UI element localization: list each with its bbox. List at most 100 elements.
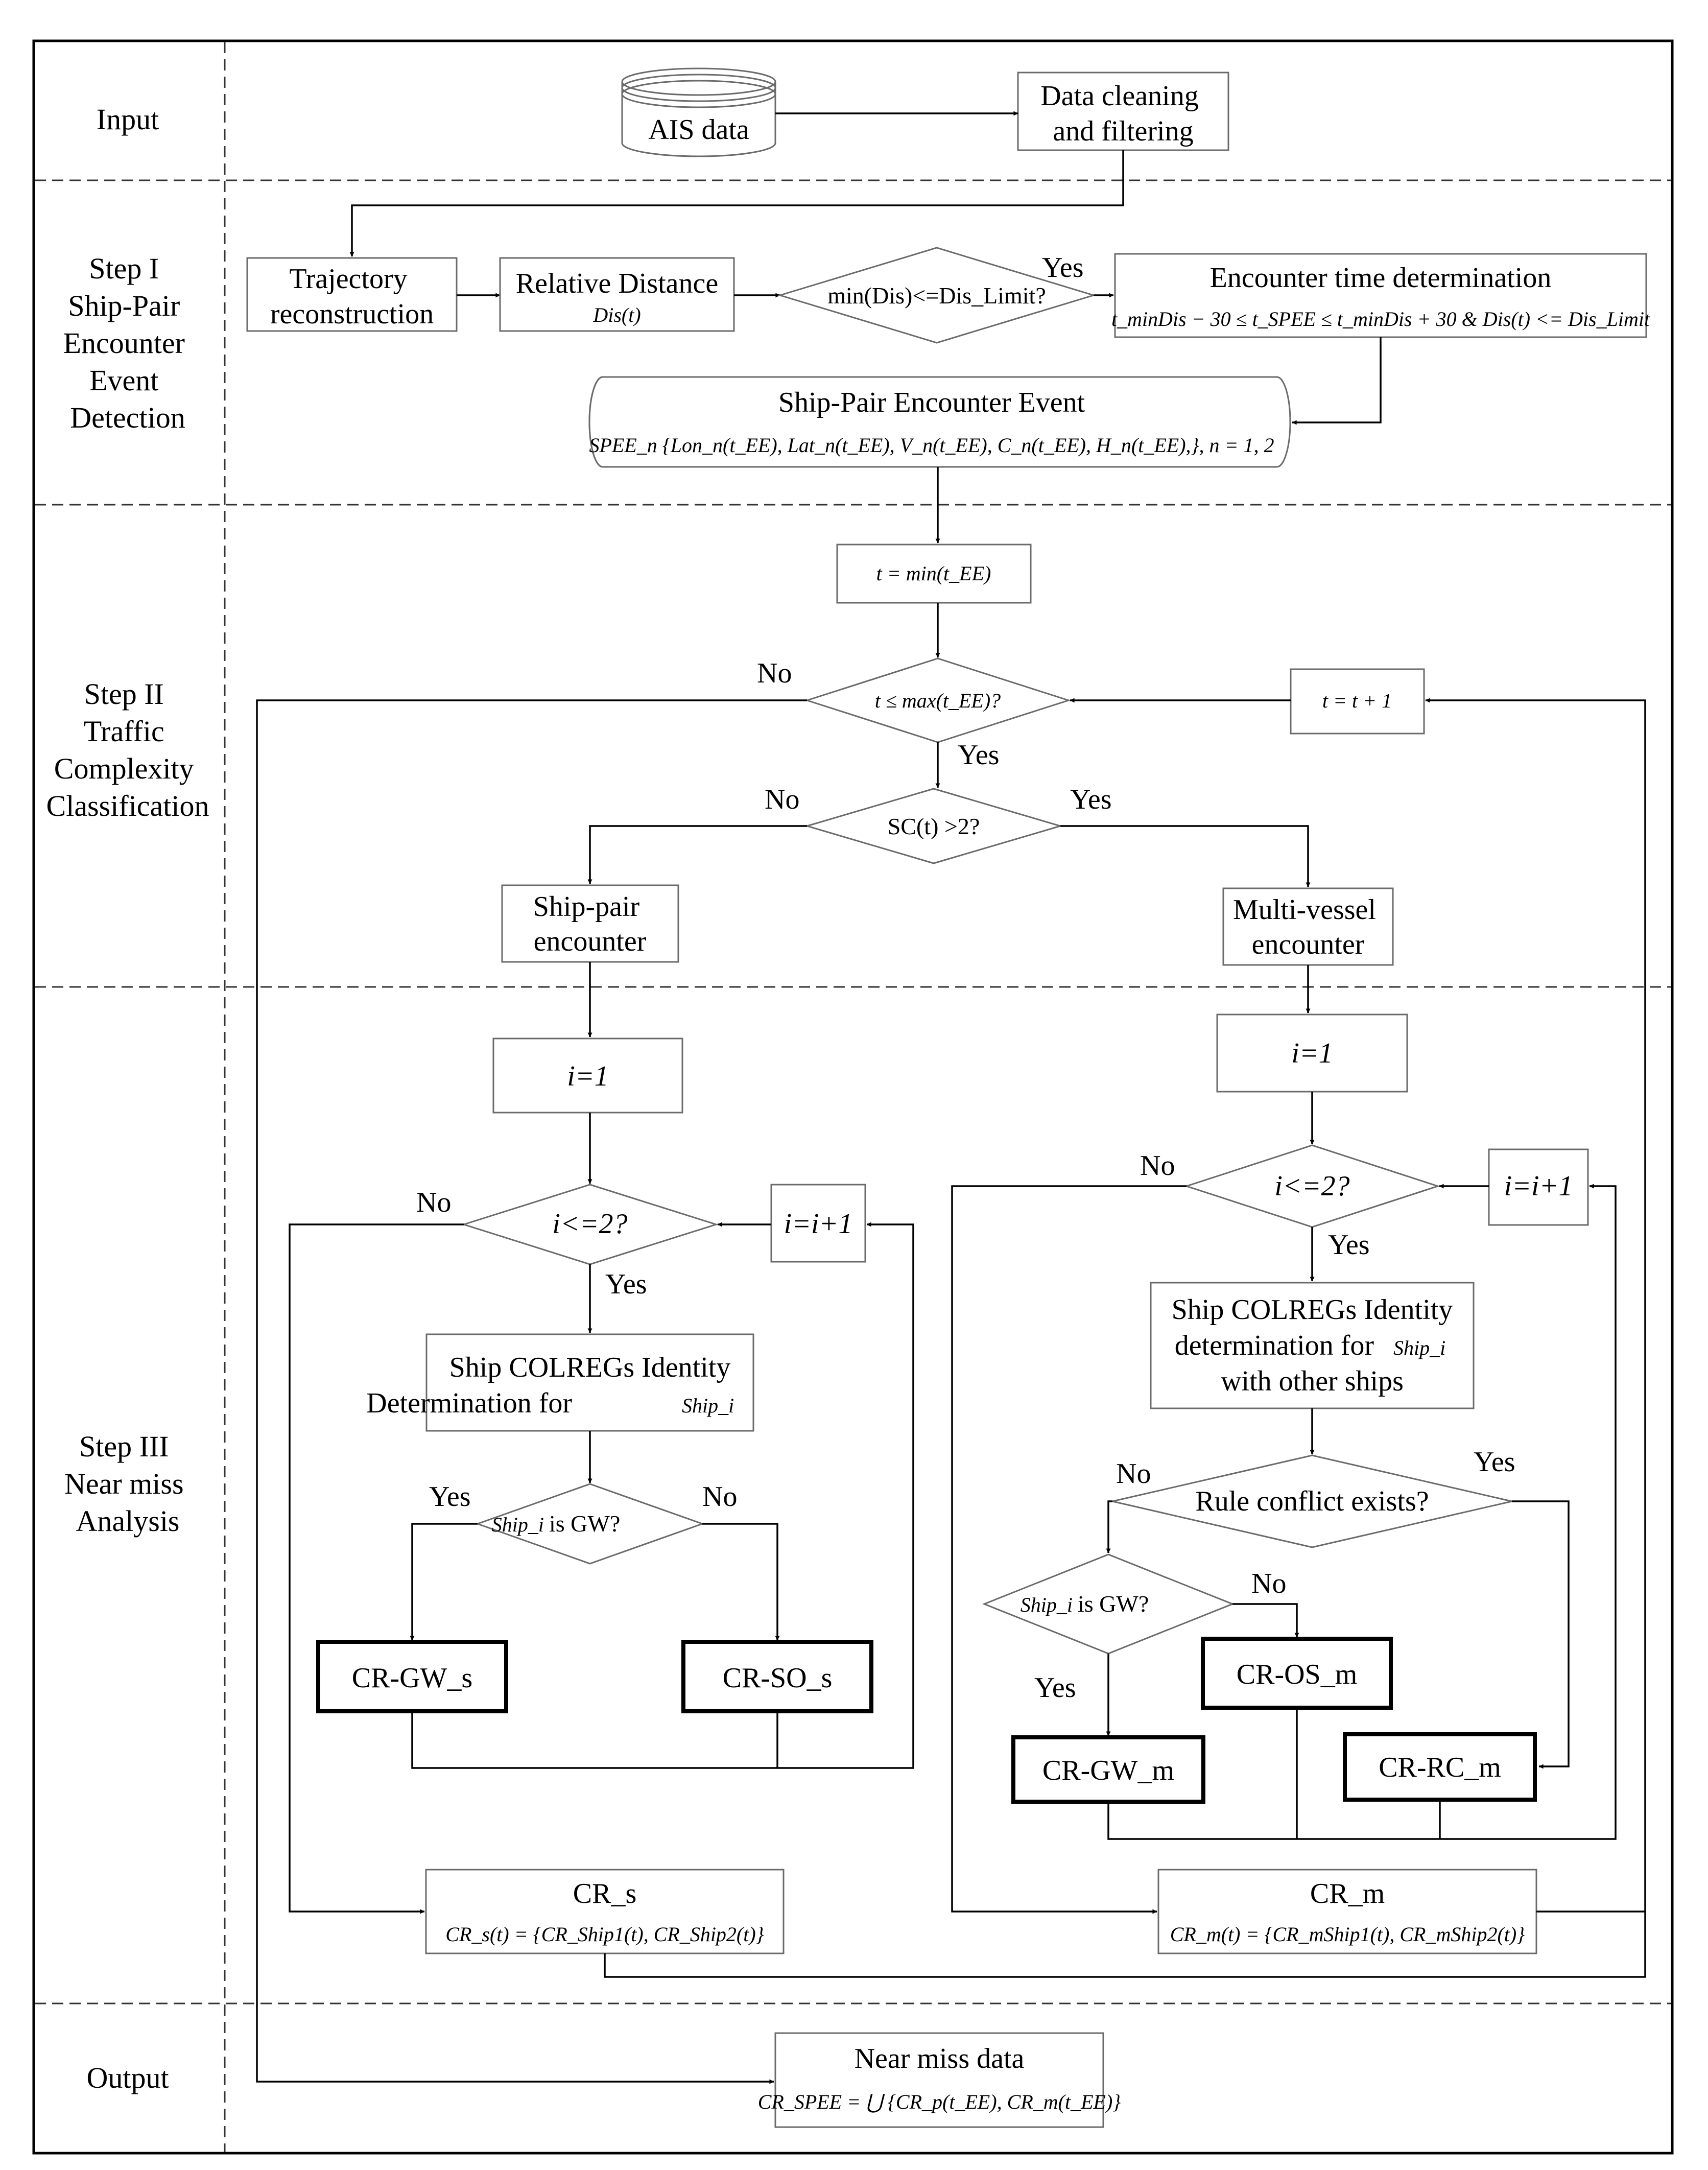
- edge-i-check-right-no-to-cr-m: [951, 1185, 1187, 1914]
- data-cleaning-box: Data cleaning and filtering: [1017, 72, 1229, 151]
- stage-label-step3: Step III Near miss Analysis: [64, 1430, 191, 1538]
- edge-i-check-left-no-to-cr-s: [289, 1223, 464, 1914]
- label-yes-i-check-left: Yes: [605, 1268, 647, 1300]
- cr-gw-s-box: CR-GW_s: [316, 1640, 508, 1713]
- stage-label-input: Input: [97, 103, 159, 136]
- relative-distance-box: Relative Distance Dis(t): [499, 257, 735, 332]
- label-yes-i-check-right: Yes: [1328, 1229, 1369, 1261]
- svg-text:i=i+1: i=i+1: [1504, 1170, 1573, 1202]
- svg-text:Ship_i: Ship_i: [682, 1394, 734, 1417]
- i-init-right-box: i=1: [1216, 1013, 1408, 1093]
- svg-text:SC(t) >2?: SC(t) >2?: [888, 813, 980, 839]
- cr-s-box: CR_s CR_s(t) = {CR_Ship1(t), CR_Ship2(t)…: [425, 1869, 785, 1954]
- label-no-rule-conflict: No: [1116, 1458, 1151, 1490]
- svg-text:t ≤ max(t_EE)?: t ≤ max(t_EE)?: [875, 689, 1001, 712]
- t-increment-box: t = t + 1: [1290, 668, 1425, 735]
- i-inc-right-box: i=i+1: [1488, 1148, 1589, 1226]
- t-check-decision: t ≤ max(t_EE)?: [804, 657, 1071, 743]
- gw-check-left-decision: Ship_i is GW?: [475, 1483, 705, 1565]
- svg-text:is GW?: is GW?: [549, 1511, 620, 1537]
- svg-text:CR-SO_s: CR-SO_s: [723, 1662, 833, 1694]
- colregs-left-box: Ship COLREGs Identity Determination for …: [366, 1333, 754, 1432]
- svg-text:t = t + 1: t = t + 1: [1322, 689, 1392, 712]
- cr-m-box: CR_m CR_m(t) = {CR_mShip1(t), CR_mShip2(…: [1157, 1869, 1537, 1954]
- svg-text:determination for: determination for: [1175, 1330, 1374, 1361]
- svg-text:i<=2?: i<=2?: [552, 1208, 627, 1240]
- cr-os-m-box: CR-OS_m: [1201, 1637, 1393, 1710]
- rule-conflict-decision: Rule conflict exists?: [1112, 1454, 1512, 1548]
- gw-check-right-decision: Ship_i is GW?: [982, 1553, 1235, 1655]
- svg-text:min(Dis)<=Dis_Limit?: min(Dis)<=Dis_Limit?: [827, 282, 1046, 309]
- edge-cr-gw-m-loop-to-i-inc: [1107, 1184, 1617, 1840]
- label-yes-min-dis: Yes: [1042, 252, 1083, 284]
- label-yes-gw-right: Yes: [1034, 1672, 1076, 1704]
- label-no-sc: No: [765, 784, 799, 815]
- edge-encounter-time-to-spee: [1292, 337, 1382, 425]
- spee-event-cylinder: Ship-Pair Encounter Event SPEE_n {Lon_n(…: [588, 376, 1291, 468]
- edge-gw-left-no-to-cr-so-s: [702, 1523, 780, 1641]
- svg-text:is GW?: is GW?: [1078, 1591, 1149, 1617]
- svg-text:CR-GW_s: CR-GW_s: [352, 1662, 472, 1694]
- edge-sc-yes-to-multi-vessel: [1060, 825, 1311, 887]
- i-inc-left-box: i=i+1: [770, 1184, 866, 1263]
- svg-text:Ship_i: Ship_i: [492, 1513, 544, 1536]
- label-no-i-check-right: No: [1140, 1150, 1175, 1182]
- stage-label-step1: Step I Ship-Pair Encounter Event Detecti…: [63, 252, 193, 434]
- label-no-i-check-left: No: [416, 1187, 451, 1218]
- edge-rule-conflict-yes-to-cr-rc: [1512, 1500, 1570, 1769]
- svg-text:Trajectory reconstructio: Trajectory reconstruction: [270, 263, 434, 330]
- label-yes-gw-left: Yes: [429, 1481, 470, 1513]
- cr-so-s-box: CR-SO_s: [681, 1640, 873, 1713]
- svg-text:Relative Distance: Relative Distance: [516, 268, 719, 299]
- stage-label-output: Output: [86, 2061, 169, 2094]
- svg-text:Data cleaning and filter: Data cleaning and filtering: [1040, 80, 1205, 147]
- svg-text:i=i+1: i=i+1: [784, 1208, 853, 1240]
- svg-text:CR_SPEE = ⋃ {CR_p(t_EE), CR_m(: CR_SPEE = ⋃ {CR_p(t_EE), CR_m(t_EE)}: [758, 2090, 1121, 2113]
- ship-pair-box: Ship-pair encounter: [501, 884, 679, 963]
- svg-text:SPEE_n {Lon_n(t_EE), Lat_n(t_E: SPEE_n {Lon_n(t_EE), Lat_n(t_EE), V_n(t_…: [589, 434, 1274, 457]
- edge-sc-no-to-ship-pair: [587, 825, 807, 884]
- svg-text:Ship COLREGs Identity: Ship COLREGs Identity: [449, 1352, 731, 1383]
- svg-text:AIS data: AIS data: [648, 114, 749, 146]
- colregs-right-box: Ship COLREGs Identity determination for …: [1150, 1282, 1475, 1409]
- outer-frame: [32, 39, 1674, 2155]
- cr-gw-m-box: CR-GW_m: [1011, 1735, 1205, 1804]
- svg-text:i=1: i=1: [1291, 1037, 1333, 1069]
- min-dis-decision: min(Dis)<=Dis_Limit?: [777, 247, 1097, 344]
- near-miss-box: Near miss data CR_SPEE = ⋃ {CR_p(t_EE), …: [758, 2032, 1121, 2128]
- svg-text:CR-OS_m: CR-OS_m: [1237, 1659, 1358, 1690]
- stage-label-step2: Step II Traffic Complexity Classificatio…: [46, 677, 209, 822]
- edge-cr-gw-s-loop-to-i-inc: [411, 1222, 914, 1769]
- label-no-gw-right: No: [1251, 1568, 1286, 1599]
- svg-text:t_minDis − 30 ≤ t_SPEE ≤ t_min: t_minDis − 30 ≤ t_SPEE ≤ t_minDis + 30 &…: [1111, 308, 1650, 331]
- svg-text:i=1: i=1: [567, 1060, 608, 1092]
- svg-text:Dis(t): Dis(t): [592, 303, 640, 326]
- label-no-gw-left: No: [702, 1481, 737, 1513]
- svg-text:CR_m: CR_m: [1310, 1878, 1385, 1909]
- ais-data-cylinder: AIS data: [621, 67, 776, 157]
- label-yes-t-check: Yes: [958, 739, 999, 771]
- trajectory-box: Trajectory reconstruction: [246, 257, 458, 332]
- svg-text:CR_s: CR_s: [573, 1878, 637, 1909]
- svg-text:t = min(t_EE): t = min(t_EE): [876, 562, 991, 585]
- svg-text:Ship-pair encounter: Ship-pair encounter: [533, 891, 647, 957]
- svg-text:CR_s(t) = {CR_Ship1(t), CR_Shi: CR_s(t) = {CR_Ship1(t), CR_Ship2(t)}: [445, 1923, 764, 1946]
- edge-cr-s-to-t-increment: [604, 698, 1646, 1978]
- encounter-time-box: Encounter time determination t_minDis − …: [1111, 253, 1650, 338]
- svg-text:Ship COLREGs Identity: Ship COLREGs Identity: [1172, 1294, 1453, 1326]
- multi-vessel-box: Multi-vessel encounter: [1222, 887, 1394, 966]
- edge-gw-right-no-to-cr-os: [1232, 1603, 1299, 1638]
- svg-text:Encounter time determination: Encounter time determination: [1210, 262, 1552, 294]
- t-init-box: t = min(t_EE): [836, 544, 1032, 604]
- svg-text:Rule conflict exists?: Rule conflict exists?: [1195, 1485, 1429, 1517]
- sc-decision: SC(t) >2?: [804, 788, 1063, 864]
- cr-rc-m-box: CR-RC_m: [1343, 1732, 1537, 1802]
- svg-text:Determination for: Determination for: [366, 1387, 572, 1419]
- svg-text:with other ships: with other ships: [1221, 1365, 1404, 1397]
- label-yes-rule-conflict: Yes: [1474, 1446, 1515, 1478]
- svg-text:Ship_i: Ship_i: [1393, 1336, 1445, 1359]
- i-init-left-box: i=1: [492, 1037, 683, 1114]
- svg-text:Near miss data: Near miss data: [855, 2043, 1025, 2074]
- svg-text:CR-RC_m: CR-RC_m: [1379, 1752, 1501, 1783]
- i-check-right-decision: i<=2?: [1184, 1144, 1440, 1228]
